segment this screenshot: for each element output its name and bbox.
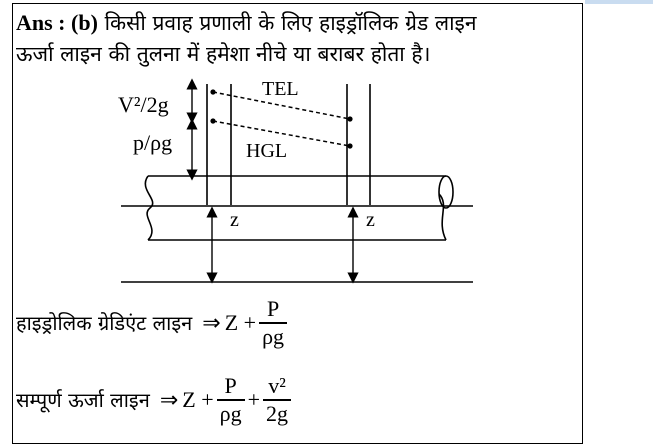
formula-hgl-arrow: ⇒ xyxy=(202,309,221,335)
frac1-numerator: P xyxy=(224,373,237,398)
hgl-label: HGL xyxy=(246,140,287,162)
velocity-head-label: V²/2g xyxy=(118,92,169,117)
frac-denominator: ρg xyxy=(262,323,285,349)
formula-tel-fraction-1: P ρg xyxy=(216,373,245,427)
answer-box xyxy=(12,3,583,444)
answer-line-2: ऊर्जा लाइन की तुलना में हमेशा नीचे या बर… xyxy=(16,40,582,68)
formula-hgl-fraction: P ρg xyxy=(259,296,288,350)
frac2-denominator: 2g xyxy=(266,400,289,426)
tube-lines xyxy=(206,84,371,205)
formula-hgl-label: हाइड्रोलिक ग्रेडिएंट लाइन xyxy=(16,311,193,336)
formula-hgl: हाइड्रोलिक ग्रेडिएंट लाइन ⇒ Z + P ρg xyxy=(16,296,290,350)
formula-tel-plus: + xyxy=(247,386,261,412)
hgl-dot-left xyxy=(210,118,216,124)
pipe xyxy=(144,175,454,241)
frac1-denominator: ρg xyxy=(219,400,242,426)
tel-label: TEL xyxy=(262,78,299,100)
pressure-head-label: p/ρg xyxy=(133,130,172,155)
hgl-line xyxy=(212,120,351,147)
formula-hgl-lhs: Z + xyxy=(224,309,257,335)
formula-tel-label: सम्पूर्ण ऊर्जा लाइन xyxy=(16,388,150,413)
tel-dot-left xyxy=(210,89,216,95)
tel-line xyxy=(212,91,351,120)
datum-label-left: z xyxy=(230,209,239,231)
top-accent-strip xyxy=(585,0,653,4)
answer-line-1: Ans : (b) किसी प्रवाह प्रणाली के लिए हाइ… xyxy=(16,9,582,37)
hgl-dot-right xyxy=(347,143,353,149)
datum-label-right: z xyxy=(366,209,375,231)
frac2-numerator: v² xyxy=(268,373,286,398)
formula-tel-arrow: ⇒ xyxy=(159,386,179,412)
answer-prefix: Ans : (b) xyxy=(16,10,98,35)
answer-text-1: किसी प्रवाह प्रणाली के लिए हाइड्रॉलिक ग्… xyxy=(104,11,477,35)
formula-tel-lhs: Z + xyxy=(182,386,214,412)
formula-tel-fraction-2: v² 2g xyxy=(263,373,292,427)
answer-text-2: ऊर्जा लाइन की तुलना में हमेशा नीचे या बर… xyxy=(16,42,431,66)
tel-dot-right xyxy=(347,116,353,122)
frac-numerator: P xyxy=(266,296,280,321)
formula-tel: सम्पूर्ण ऊर्जा लाइन ⇒ Z + P ρg + v² 2g xyxy=(16,373,294,427)
